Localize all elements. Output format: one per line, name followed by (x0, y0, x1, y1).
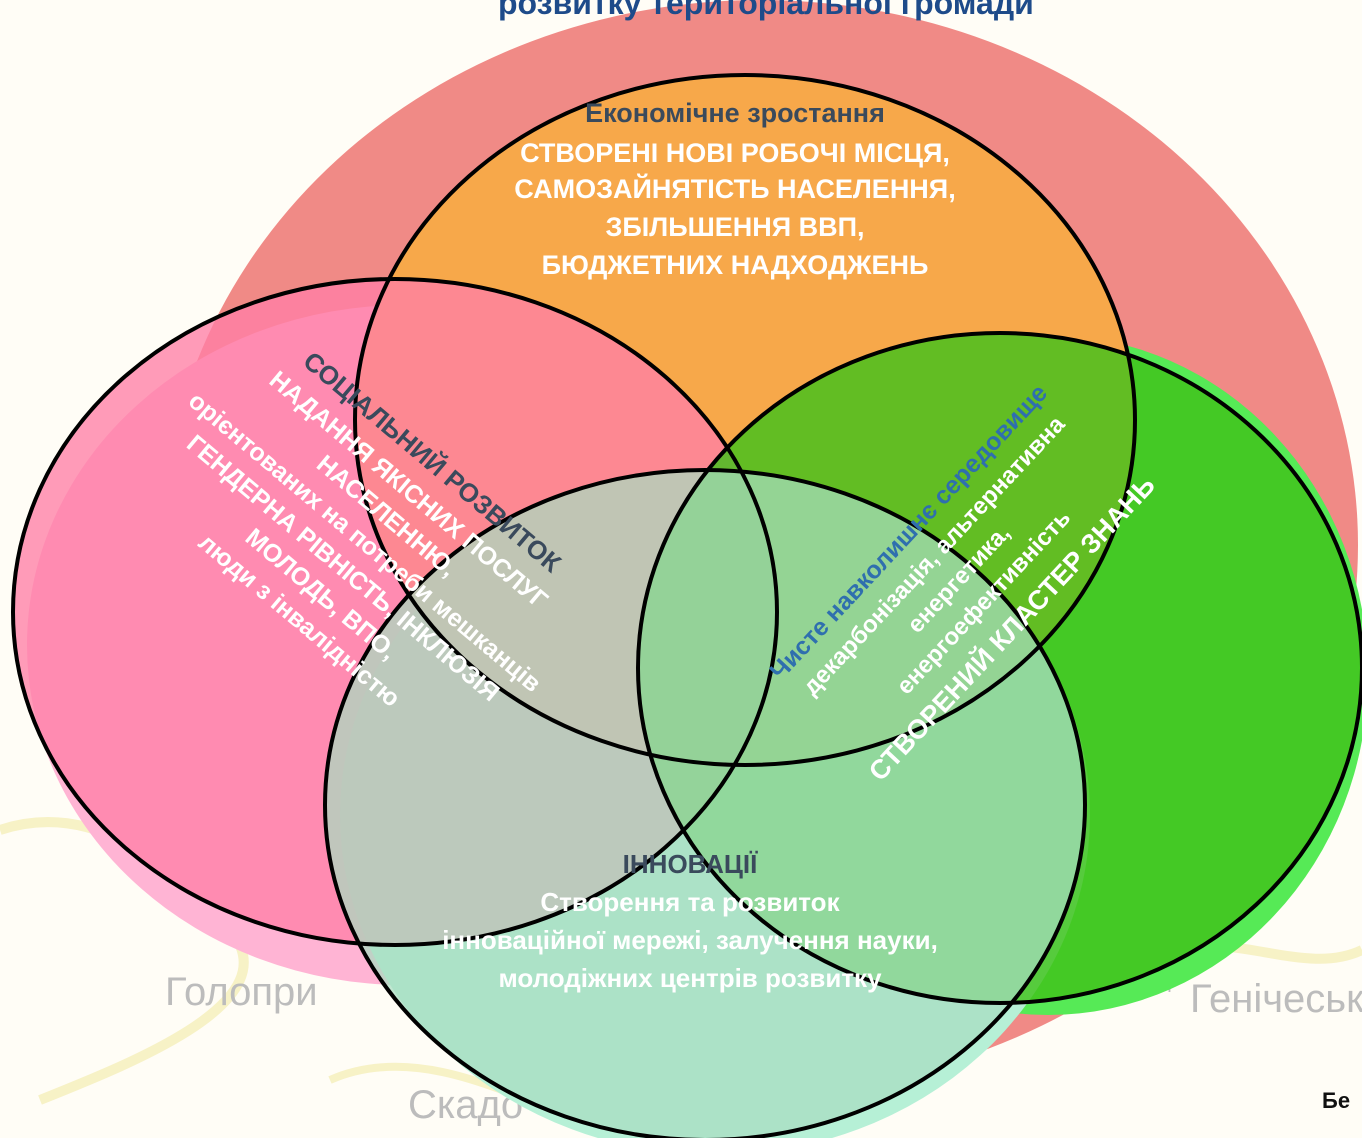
economic-line: ЗБІЛЬШЕННЯ ВВП, (605, 212, 864, 242)
innovation-line: інноваційної мережі, залучення науки, (442, 925, 938, 955)
economic-circle-outline (353, 73, 1137, 767)
corner-text: Бе (1322, 1088, 1350, 1113)
innovation-heading: ІННОВАЦІЇ (623, 849, 758, 879)
page-title: розвитку територіальної громади (498, 0, 1034, 21)
economic-line: САМОЗАЙНЯТІСТЬ НАСЕЛЕННЯ, (514, 173, 955, 204)
economic-line: СТВОРЕНІ НОВІ РОБОЧІ МІСЦЯ, (520, 138, 950, 168)
economic-text: Економічне зростання СТВОРЕНІ НОВІ РОБОЧ… (514, 98, 955, 280)
economic-line: БЮДЖЕТНИХ НАДХОДЖЕНЬ (542, 250, 929, 280)
map-label: Генічеськ (1190, 977, 1362, 1021)
map-label: Голопри (165, 970, 318, 1014)
environment-circle-outline (636, 331, 1362, 1005)
economic-heading: Економічне зростання (585, 98, 885, 128)
innovation-line: Створення та розвиток (540, 887, 840, 917)
innovation-text: ІННОВАЦІЇ Створення та розвиток інноваці… (442, 849, 938, 993)
innovation-line: молодіжних центрів розвитку (498, 963, 882, 993)
social-circle-outline (11, 277, 779, 947)
innovation-circle-outline (323, 468, 1087, 1138)
